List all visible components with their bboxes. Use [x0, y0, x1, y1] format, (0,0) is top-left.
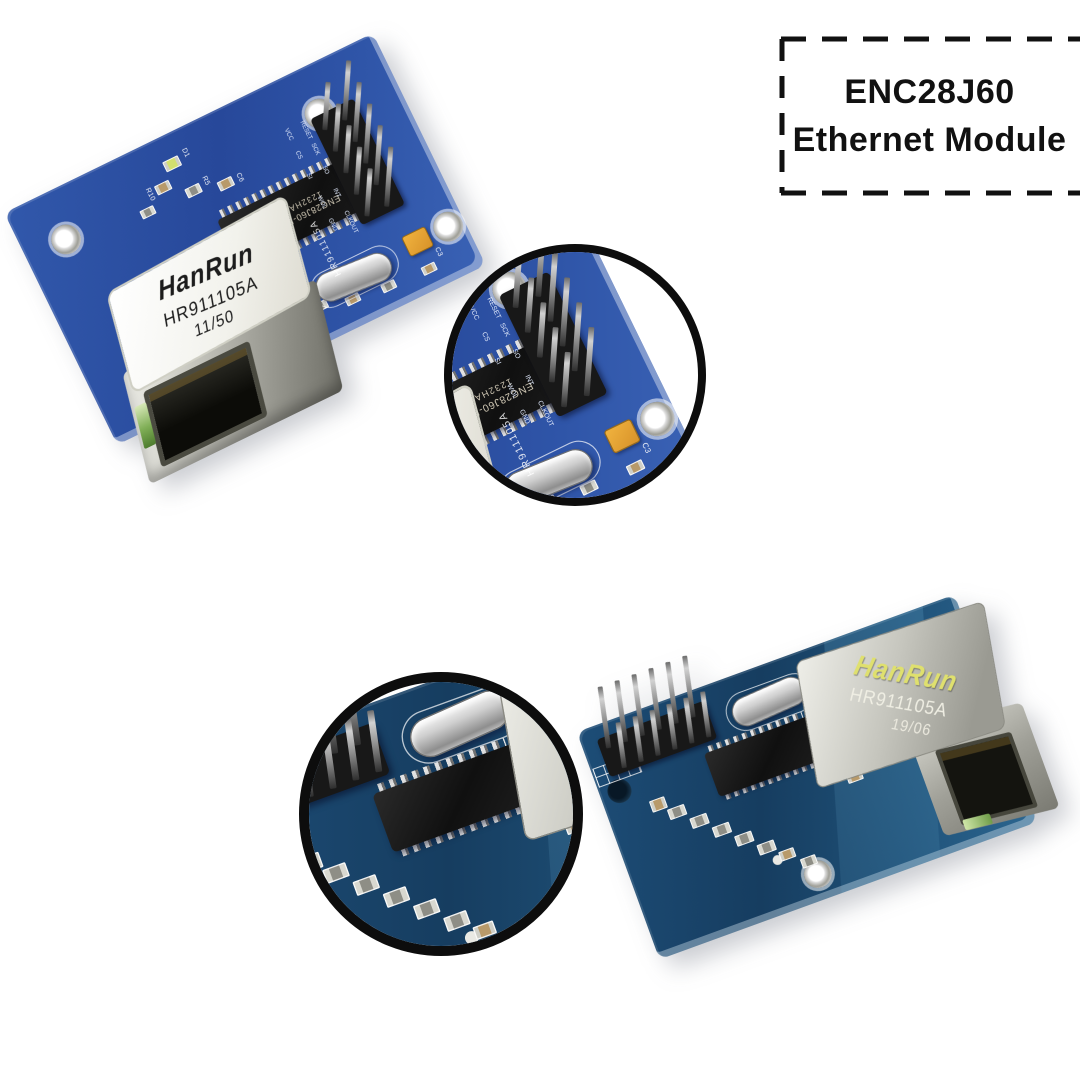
ethernet-module-front-view: D1 R10 R5 C6 R3 Y1 C3 L1 R9 ENC28J60-I/S…	[4, 33, 486, 485]
dashed-border	[779, 36, 1080, 196]
header-pin	[309, 682, 316, 763]
jack-label-text: HanRun HR911105A 19/06	[556, 682, 573, 778]
jack-label-text: HanRun HR911105A 19/06	[840, 649, 961, 741]
ethernet-module-back-view: HanRun HR911105A 19/06	[309, 682, 573, 946]
silkscreen-ref: R3	[479, 500, 491, 506]
ethernet-module-back-view: HanRun HR911105A 19/06	[576, 594, 1060, 960]
annotation-line1: ENC28J60	[844, 72, 1015, 111]
zoom-inset-bottom: HanRun HR911105A 19/06	[299, 672, 583, 956]
smd-capacitor	[501, 502, 521, 506]
annotation-box: ENC28J60 Ethernet Module	[779, 36, 1080, 196]
zoom-inset-top: D1 R10 R5 C6 R3 Y1 C3 L1 R9 ENC28J60-I/S…	[444, 244, 706, 506]
ethernet-module-front-view: D1 R10 R5 C6 R3 Y1 C3 L1 R9 ENC28J60-I/S…	[444, 252, 698, 506]
annotation-line2: Ethernet Module	[792, 120, 1067, 159]
jack-label-text: HanRun HR911105A 11/50	[444, 429, 445, 506]
